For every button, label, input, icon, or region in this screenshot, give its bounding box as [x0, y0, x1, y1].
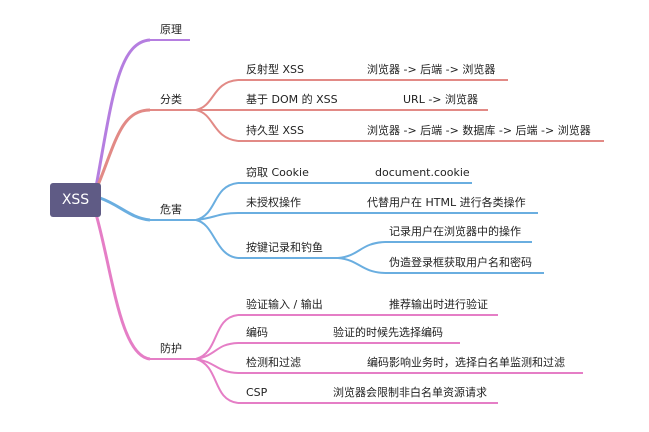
link-harm-unauthorized: [195, 212, 239, 221]
category-detail-stored: 浏览器 -> 后端 -> 数据库 -> 后端 -> 浏览器: [367, 124, 591, 137]
link-category-stored: [195, 109, 239, 142]
category-detail-reflected: 浏览器 -> 后端 -> 浏览器: [367, 63, 496, 76]
defense-item-csp[interactable]: CSP: [246, 386, 268, 399]
harm-detail-record: 记录用户在浏览器中的操作: [389, 225, 521, 238]
harm-detail-cookie: document.cookie: [375, 166, 470, 179]
defense-detail-filter: 编码影响业务时，选择白名单监测和过滤: [367, 356, 565, 369]
defense-detail-validate: 推荐输出时进行验证: [389, 298, 488, 311]
category-item-dom[interactable]: 基于 DOM 的 XSS: [246, 93, 338, 106]
root-node[interactable]: XSS: [50, 183, 101, 217]
branch-harm[interactable]: 危害: [160, 203, 182, 216]
harm-item-unauthorized[interactable]: 未授权操作: [246, 196, 301, 209]
link-category-reflected: [195, 79, 239, 111]
defense-detail-csp: 浏览器会限制非白名单资源请求: [333, 386, 487, 399]
defense-item-validate[interactable]: 验证输入 / 输出: [246, 298, 323, 311]
link-defense-validate: [195, 314, 239, 360]
link-root-principle: [94, 38, 151, 188]
category-item-stored[interactable]: 持久型 XSS: [246, 124, 304, 137]
harm-item-cookie[interactable]: 窃取 Cookie: [246, 166, 309, 179]
harm-item-keylog[interactable]: 按键记录和钓鱼: [246, 241, 323, 254]
harm-detail-phishing: 伪造登录框获取用户名和密码: [389, 256, 532, 269]
branch-defense[interactable]: 防护: [160, 342, 182, 355]
link-root-harm: [99, 196, 151, 222]
link-keylog-phishing: [337, 257, 386, 274]
link-defense-encode: [195, 342, 239, 360]
category-detail-dom: URL -> 浏览器: [403, 93, 479, 106]
category-item-reflected[interactable]: 反射型 XSS: [246, 63, 304, 76]
harm-detail-unauthorized: 代替用户在 HTML 进行各类操作: [367, 196, 526, 209]
defense-detail-encode: 验证的时候先选择编码: [333, 326, 443, 339]
branch-category[interactable]: 分类: [160, 93, 182, 106]
link-root-category: [94, 108, 151, 191]
link-root-defense: [94, 213, 151, 361]
defense-item-encode[interactable]: 编码: [246, 326, 268, 339]
link-harm-cookie: [195, 182, 239, 221]
branch-principle[interactable]: 原理: [160, 23, 182, 36]
link-harm-keylog: [195, 219, 239, 259]
link-keylog-record: [337, 241, 386, 259]
link-defense-csp: [195, 358, 239, 404]
defense-item-filter[interactable]: 检测和过滤: [246, 356, 301, 369]
